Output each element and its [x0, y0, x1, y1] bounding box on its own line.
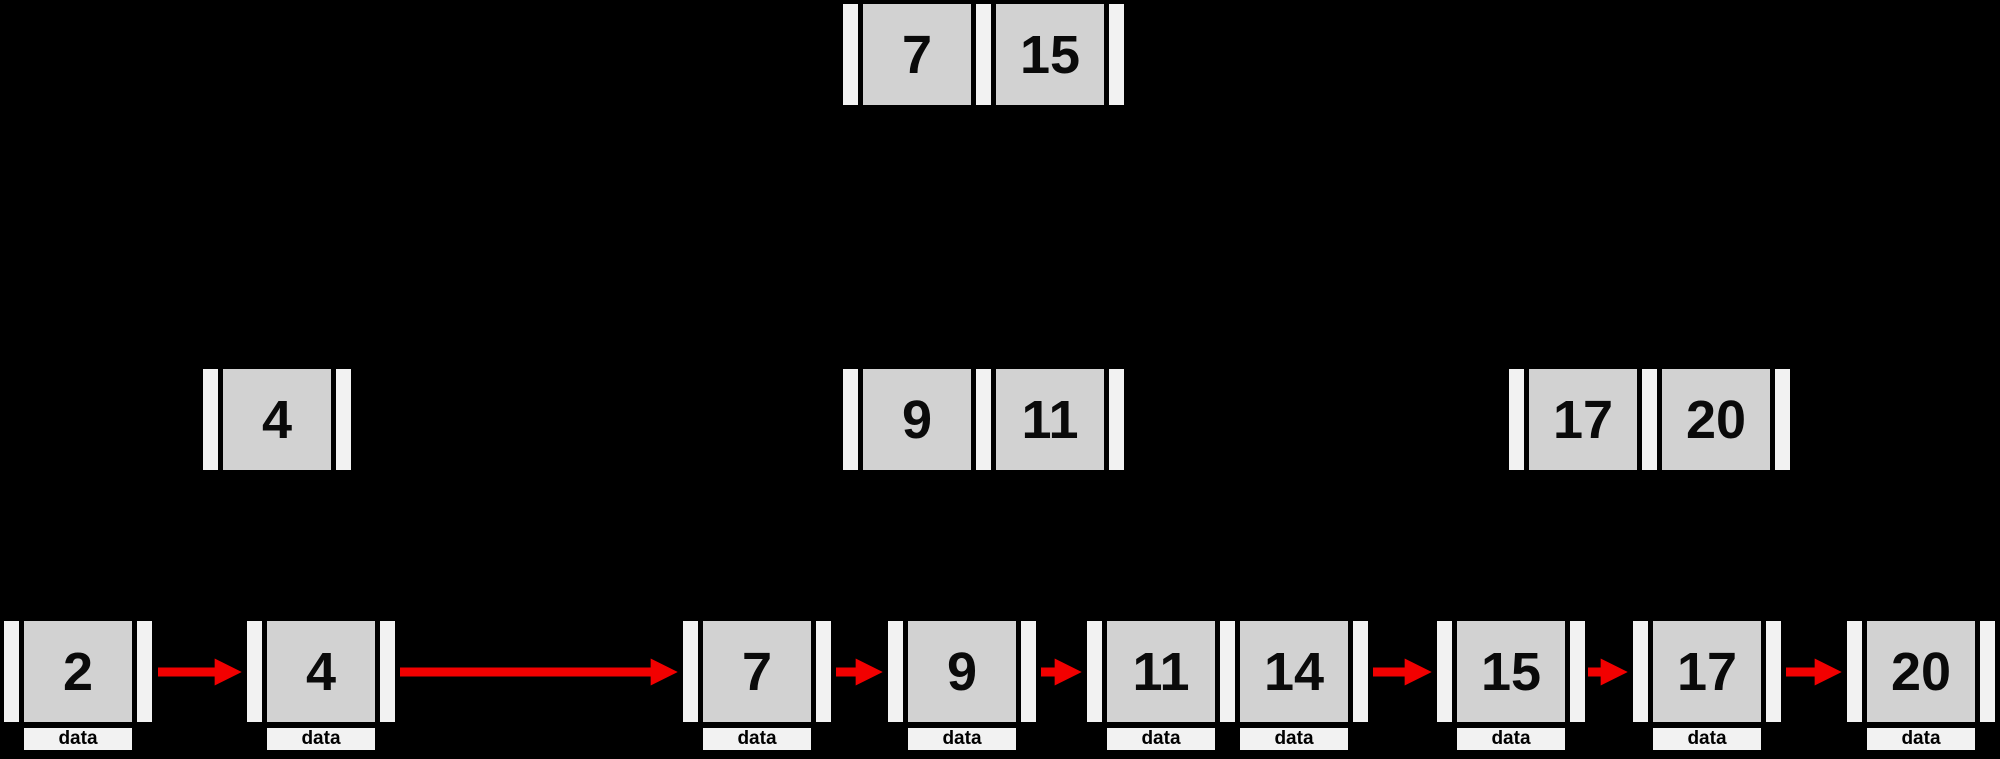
leaf-node-20: 20 data	[1847, 621, 1995, 750]
leaf-node-4: 4 data	[247, 621, 395, 750]
key-cell: 20	[1662, 369, 1770, 470]
pointer-cell	[1570, 621, 1585, 722]
key-cell: 11	[1107, 621, 1215, 722]
key-value: 11	[1132, 641, 1190, 702]
key-cell: 4	[267, 621, 375, 722]
pointer-cell	[1775, 369, 1790, 470]
leaf-node-9: 9 data	[888, 621, 1036, 750]
key-value: 14	[1263, 641, 1325, 702]
key-cell: 15	[996, 4, 1104, 105]
pointer-cell	[203, 369, 218, 470]
key-value: 20	[1685, 389, 1747, 450]
data-pointer-label: data	[267, 728, 375, 750]
internal-node-17-20: 17 20	[1509, 369, 1790, 470]
pointer-cell	[1021, 621, 1036, 722]
pointer-cell	[1109, 4, 1124, 105]
pointer-cell	[4, 621, 19, 722]
key-value: 17	[1676, 641, 1738, 702]
pointer-cell	[1980, 621, 1995, 722]
data-pointer-label: data	[703, 728, 811, 750]
pointer-cell	[1437, 621, 1452, 722]
key-cell: 17	[1529, 369, 1637, 470]
key-cell: 20	[1867, 621, 1975, 722]
leaf-node-17: 17 data	[1633, 621, 1781, 750]
pointer-cell	[816, 621, 831, 722]
pointer-cell	[247, 621, 262, 722]
key-value: 4	[261, 389, 293, 450]
key-value: 7	[741, 641, 773, 702]
leaf-node-7: 7 data	[683, 621, 831, 750]
pointer-cell	[1220, 621, 1235, 722]
pointer-cell	[976, 369, 991, 470]
pointer-cell	[843, 369, 858, 470]
key-cell: 14	[1240, 621, 1348, 722]
pointer-cell	[137, 621, 152, 722]
pointer-cell	[1642, 369, 1657, 470]
key-cell: 7	[863, 4, 971, 105]
leaf-entry: 7 data	[703, 621, 811, 750]
pointer-cell	[1353, 621, 1368, 722]
key-value: 15	[1019, 24, 1081, 85]
key-cell: 2	[24, 621, 132, 722]
pointer-cell	[843, 4, 858, 105]
data-pointer-label: data	[24, 728, 132, 750]
key-cell: 7	[703, 621, 811, 722]
leaf-entry: 4 data	[267, 621, 375, 750]
key-cell: 17	[1653, 621, 1761, 722]
root-node-7-15: 7 15	[843, 4, 1124, 105]
key-cell: 9	[908, 621, 1016, 722]
pointer-cell	[1847, 621, 1862, 722]
leaf-node-15: 15 data	[1437, 621, 1585, 750]
leaf-node-11-14: 11 data 14 data	[1087, 621, 1368, 750]
key-value: 4	[305, 641, 337, 702]
pointer-cell	[1087, 621, 1102, 722]
pointer-cell	[380, 621, 395, 722]
leaf-entry: 15 data	[1457, 621, 1565, 750]
pointer-cell	[683, 621, 698, 722]
pointer-cell	[1109, 369, 1124, 470]
leaf-entry: 9 data	[908, 621, 1016, 750]
key-value: 9	[901, 389, 933, 450]
pointer-cell	[1766, 621, 1781, 722]
data-pointer-label: data	[1867, 728, 1975, 750]
key-cell: 11	[996, 369, 1104, 470]
leaf-entry: 20 data	[1867, 621, 1975, 750]
data-pointer-label: data	[1457, 728, 1565, 750]
key-value: 9	[946, 641, 978, 702]
internal-node-4: 4	[203, 369, 351, 470]
data-pointer-label: data	[1240, 728, 1348, 750]
leaf-node-2: 2 data	[4, 621, 152, 750]
key-cell: 15	[1457, 621, 1565, 722]
key-value: 2	[62, 641, 94, 702]
key-value: 7	[901, 24, 933, 85]
data-pointer-label: data	[1107, 728, 1215, 750]
key-value: 15	[1480, 641, 1542, 702]
key-value: 11	[1021, 389, 1079, 450]
key-value: 20	[1890, 641, 1952, 702]
key-cell: 4	[223, 369, 331, 470]
pointer-cell	[1509, 369, 1524, 470]
key-value: 17	[1552, 389, 1614, 450]
internal-node-9-11: 9 11	[843, 369, 1124, 470]
pointer-cell	[976, 4, 991, 105]
leaf-entry: 14 data	[1240, 621, 1348, 750]
pointer-cell	[888, 621, 903, 722]
data-pointer-label: data	[908, 728, 1016, 750]
pointer-cell	[336, 369, 351, 470]
pointer-cell	[1633, 621, 1648, 722]
leaf-entry: 11 data	[1107, 621, 1215, 750]
leaf-entry: 2 data	[24, 621, 132, 750]
leaf-entry: 17 data	[1653, 621, 1761, 750]
data-pointer-label: data	[1653, 728, 1761, 750]
key-cell: 9	[863, 369, 971, 470]
